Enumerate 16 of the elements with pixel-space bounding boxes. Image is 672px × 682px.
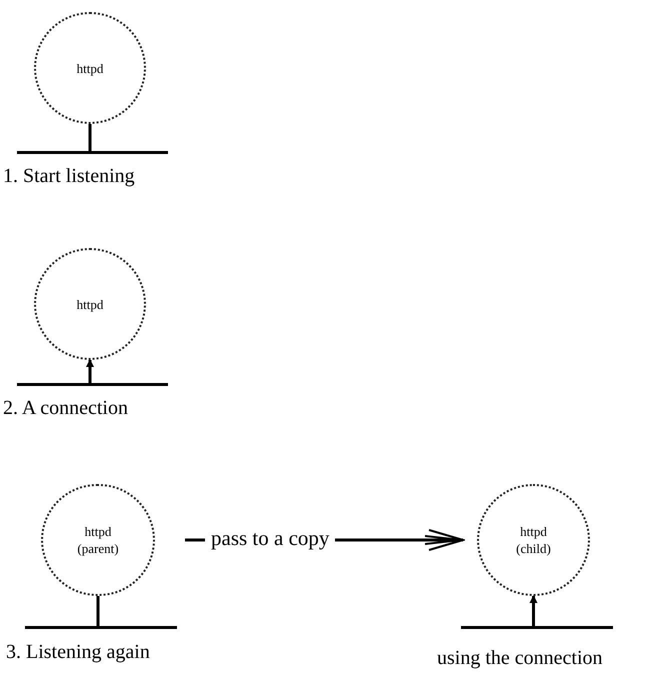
baseline-bar (25, 626, 177, 629)
arrow (86, 359, 94, 383)
arrow (530, 595, 538, 626)
step-caption: using the connection (437, 646, 603, 671)
node-label: httpd (84, 525, 112, 538)
node-label: httpd (76, 298, 104, 310)
node-label: (child) (516, 542, 551, 555)
baseline-bar (461, 626, 613, 629)
node-label: (parent) (77, 542, 119, 555)
node-label: httpd (520, 525, 547, 538)
step-caption: 2. A connection (3, 396, 128, 421)
node-label: httpd (76, 62, 104, 74)
baseline-bar (17, 151, 168, 154)
step-caption: 1. Start listening (3, 164, 135, 189)
baseline-bar (17, 383, 168, 386)
step-caption: 3. Listening again (6, 640, 150, 665)
